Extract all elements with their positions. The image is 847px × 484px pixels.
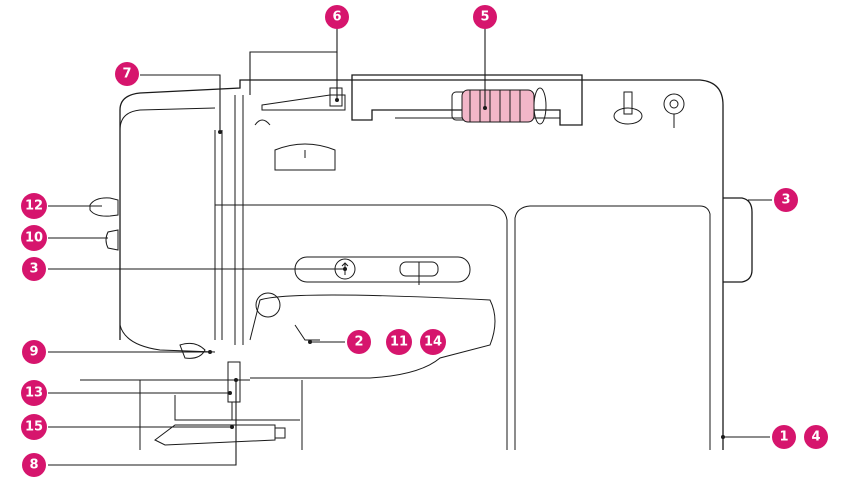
callout-3-right: 3 [774,188,798,212]
callout-15: 15 [21,414,47,440]
callout-9-label: 9 [29,345,38,360]
stitch-control-panel [255,256,471,318]
callout-8: 8 [22,453,46,477]
machine-body [80,79,724,450]
callout-15-label: 15 [25,420,43,435]
callout-6-label: 6 [332,10,341,25]
callout-11: 11 [386,329,412,355]
callout-12-label: 12 [25,199,43,214]
spool-holder [351,74,583,126]
callout-1-label: 1 [779,430,788,445]
callout-14-label: 14 [424,335,442,350]
callout-10-label: 10 [25,231,43,246]
callout-14: 14 [420,329,446,355]
callout-6: 6 [325,5,349,29]
callout-2: 2 [347,330,371,354]
callout-8-label: 8 [29,458,38,473]
callout-11-label: 11 [390,335,408,350]
handwheel [723,197,753,283]
callout-3-left-label: 3 [29,262,38,277]
tension-window [274,143,336,171]
callout-13: 13 [21,380,47,406]
callout-5: 5 [473,5,497,29]
callout-3-left: 3 [22,257,46,281]
callout-4: 4 [804,425,828,449]
side-knobs [89,197,320,341]
callout-5-label: 5 [480,10,489,25]
callout-7-label: 7 [122,67,131,82]
callout-9: 9 [22,340,46,364]
bobbin-winder [613,91,685,128]
callout-10: 10 [21,225,47,251]
callout-12: 12 [21,193,47,219]
callout-4-label: 4 [811,430,820,445]
callout-1: 1 [772,425,796,449]
callout-7: 7 [115,62,139,86]
leader-lines [48,28,772,466]
callout-2-label: 2 [354,335,363,350]
thread-guide [254,87,346,126]
callout-13-label: 13 [25,386,43,401]
callout-3-right-label: 3 [781,193,790,208]
